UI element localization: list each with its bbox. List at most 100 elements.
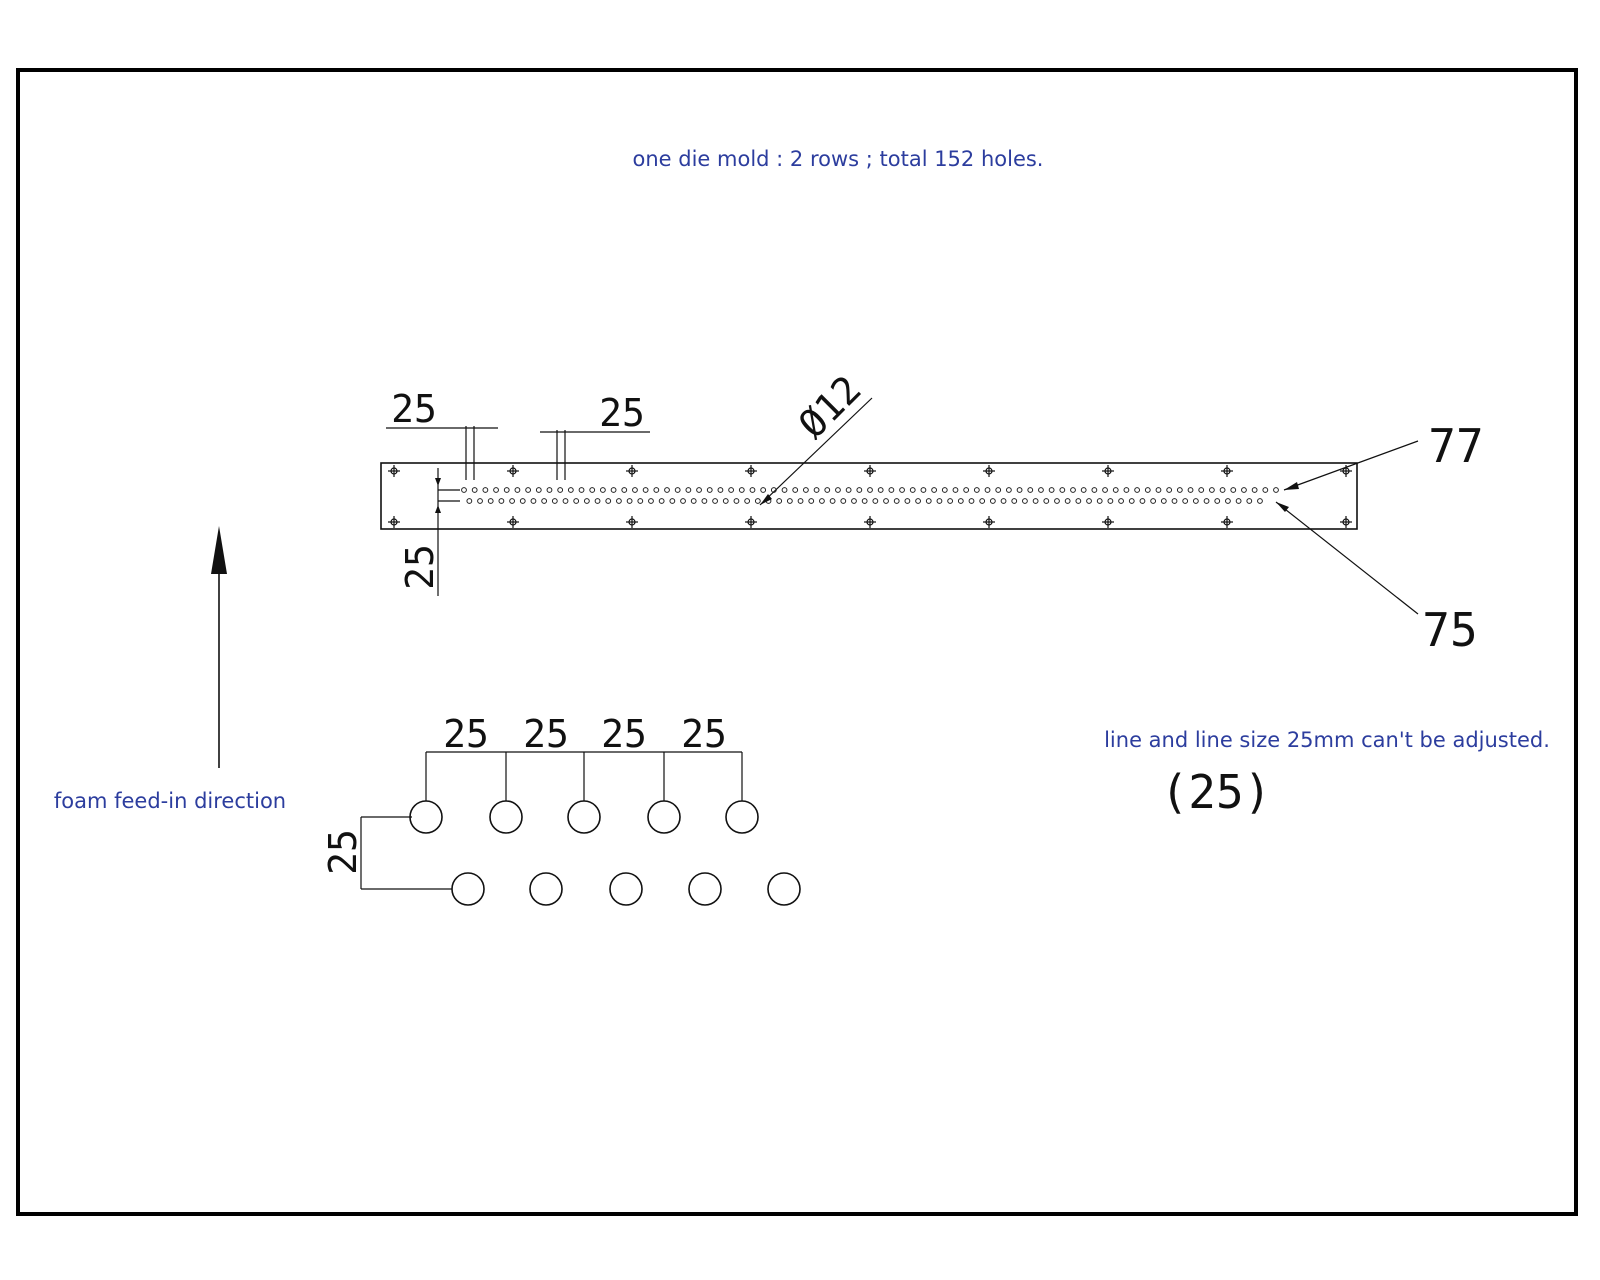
- die-hole: [717, 487, 724, 493]
- die-hole: [989, 498, 996, 504]
- die-hole: [909, 487, 916, 493]
- die-hole: [658, 498, 665, 504]
- die-hole: [776, 498, 783, 504]
- die-hole: [1112, 487, 1119, 493]
- die-hole: [754, 498, 761, 504]
- die-hole: [1064, 498, 1071, 504]
- bolt-hole: [507, 465, 519, 477]
- die-hole: [749, 487, 756, 493]
- drawing-frame: [16, 68, 1578, 1216]
- die-hole: [557, 487, 564, 493]
- die-hole: [1075, 498, 1082, 504]
- die-hole: [979, 498, 986, 504]
- die-hole: [856, 487, 863, 493]
- die-hole: [1166, 487, 1173, 493]
- detail-spacing-label-3: 25: [601, 712, 647, 756]
- dim-row-spacing-label: 25: [398, 544, 442, 590]
- die-hole: [786, 498, 793, 504]
- die-hole: [562, 498, 569, 504]
- bolt-hole: [1221, 465, 1233, 477]
- die-hole: [925, 498, 932, 504]
- die-hole: [1048, 487, 1055, 493]
- die-hole: [583, 498, 590, 504]
- die-hole: [1091, 487, 1098, 493]
- die-hole: [599, 487, 606, 493]
- die-hole: [1096, 498, 1103, 504]
- die-hole: [920, 487, 927, 493]
- die-hole: [514, 487, 521, 493]
- die-hole: [1225, 498, 1231, 504]
- die-hole: [573, 498, 580, 504]
- bolt-hole: [626, 465, 638, 477]
- die-hole: [744, 498, 751, 504]
- die-hole: [466, 498, 473, 504]
- detail-hole: [451, 872, 485, 906]
- die-hole: [1273, 487, 1279, 493]
- die-hole: [840, 498, 847, 504]
- die-hole: [1080, 487, 1087, 493]
- die-hole: [808, 498, 815, 504]
- die-hole: [535, 487, 542, 493]
- die-hole: [1171, 498, 1178, 504]
- die-hole: [1182, 498, 1189, 504]
- die-hole: [1070, 487, 1076, 493]
- detail-hole: [688, 872, 722, 906]
- die-hole: [952, 487, 959, 493]
- die-hole: [525, 487, 532, 493]
- detail-hole: [529, 872, 563, 906]
- die-hole: [696, 487, 702, 493]
- detail-spacing-label-2: 25: [523, 712, 569, 756]
- die-hole: [904, 498, 911, 504]
- die-hole: [461, 487, 467, 493]
- bolt-hole: [983, 516, 995, 528]
- hole-row-2: [466, 498, 1263, 504]
- die-hole: [509, 498, 515, 504]
- die-hole: [1118, 498, 1124, 504]
- die-hole: [541, 498, 548, 504]
- die-hole: [530, 498, 537, 504]
- bolt-hole: [983, 465, 995, 477]
- die-hole: [984, 487, 991, 493]
- die-hole: [712, 498, 718, 504]
- dim-hole-spacing-right: 25: [540, 391, 650, 480]
- die-hole: [471, 487, 478, 493]
- die-hole: [947, 498, 954, 504]
- bolt-hole: [388, 465, 400, 477]
- title-note: one die mold : 2 rows ; total 152 holes.: [633, 147, 1044, 171]
- detail-hole: [567, 800, 601, 834]
- die-hole: [824, 487, 831, 493]
- dim-hole-spacing-left-label: 25: [391, 387, 437, 431]
- die-hole: [1134, 487, 1141, 493]
- die-hole: [1059, 487, 1066, 493]
- die-hole: [1155, 487, 1162, 493]
- bolt-hole: [745, 465, 757, 477]
- die-hole: [899, 487, 905, 493]
- die-hole: [546, 487, 553, 493]
- die-hole: [1005, 487, 1012, 493]
- die-hole: [477, 498, 483, 504]
- detail-hole: [725, 800, 759, 834]
- die-hole: [1150, 498, 1157, 504]
- dim-hole-diameter-label: Ø12: [790, 367, 870, 447]
- die-hole: [867, 487, 873, 493]
- die-hole: [1230, 487, 1237, 493]
- dim-hole-diameter: Ø12: [759, 367, 873, 506]
- die-hole: [1203, 498, 1210, 504]
- bolt-hole: [1102, 516, 1114, 528]
- die-hole: [1102, 487, 1108, 493]
- die-hole: [1086, 498, 1092, 504]
- detail-spacing-label-4: 25: [681, 712, 727, 756]
- die-hole: [738, 487, 745, 493]
- die-hole: [1043, 498, 1050, 504]
- die-hole: [963, 487, 970, 493]
- adjustment-note-value: (25): [1161, 765, 1272, 819]
- bolt-hole: [864, 465, 876, 477]
- die-hole: [760, 487, 767, 493]
- die-hole: [835, 487, 841, 493]
- die-hole: [567, 487, 574, 493]
- detail-hole: [767, 872, 801, 906]
- die-plate-view: 25 25 25 Ø12 77: [380, 367, 1484, 657]
- bolt-hole: [745, 516, 757, 528]
- die-hole: [653, 487, 660, 493]
- die-hole: [722, 498, 729, 504]
